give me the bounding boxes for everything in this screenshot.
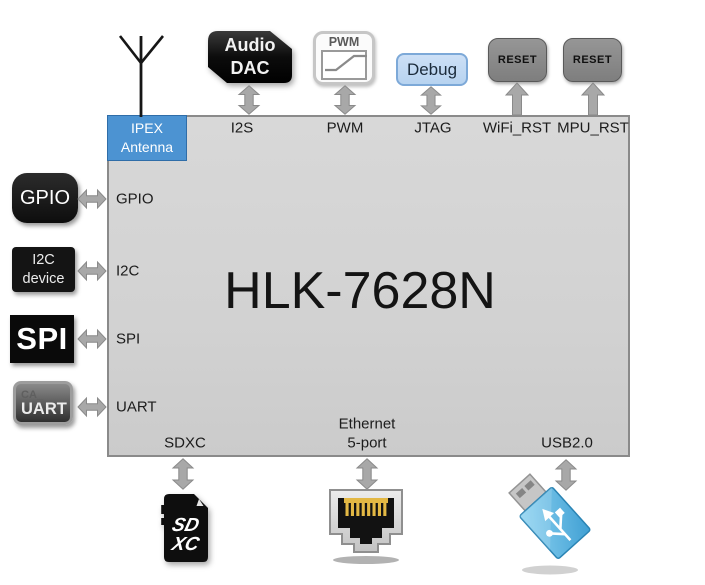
gpio-arrow bbox=[77, 188, 107, 210]
ipex-label-line2: Antenna bbox=[120, 139, 174, 155]
jtag-arrow bbox=[420, 86, 442, 115]
usb-drive-icon bbox=[508, 473, 591, 575]
port-uart: UART bbox=[116, 398, 157, 416]
uart-device: CA_ UART bbox=[13, 381, 73, 425]
uart-device-prefix: CA_ bbox=[21, 389, 44, 401]
port-wifi-rst: WiFi_RST bbox=[482, 119, 552, 137]
port-i2c: I2C bbox=[116, 262, 140, 280]
sd-logo-line1: SD bbox=[170, 515, 202, 536]
wifi-reset-label: RESET bbox=[497, 54, 538, 66]
port-spi: SPI bbox=[116, 330, 141, 348]
uart-arrow bbox=[77, 396, 107, 418]
debug-label: Debug bbox=[406, 59, 458, 79]
mpu-reset-button: RESET bbox=[563, 38, 622, 82]
port-gpio: GPIO bbox=[116, 190, 154, 208]
audio-dac-device: Audio DAC bbox=[207, 30, 293, 84]
i2c-device: I2C device bbox=[12, 247, 75, 292]
debug-device: Debug bbox=[396, 53, 468, 86]
sdxc-arrow bbox=[171, 458, 195, 490]
chip-title: HLK-7628N bbox=[224, 262, 496, 320]
audio-dac-label-line1: Audio bbox=[224, 35, 276, 55]
port-ethernet-line1: Ethernet bbox=[338, 415, 396, 433]
main-board bbox=[107, 115, 630, 457]
uart-device-label: UART bbox=[21, 400, 67, 418]
audio-dac-label-line2: DAC bbox=[230, 58, 270, 78]
i2s-arrow bbox=[237, 85, 261, 115]
mpu-rst-arrow bbox=[581, 82, 605, 116]
wifi-rst-arrow bbox=[505, 82, 529, 116]
ethernet-arrow bbox=[355, 458, 379, 490]
port-usb: USB2.0 bbox=[541, 434, 593, 452]
i2c-device-label-line2: device bbox=[22, 270, 65, 287]
sd-card-icon: SD XC bbox=[161, 494, 208, 562]
ipex-label-line1: IPEX bbox=[131, 120, 163, 136]
pwm-device: PWM bbox=[313, 31, 375, 85]
spi-arrow bbox=[77, 328, 107, 350]
port-jtag: JTAG bbox=[414, 119, 452, 137]
gpio-device-label: GPIO bbox=[19, 186, 70, 209]
ethernet-jack-icon bbox=[329, 489, 403, 564]
i2c-arrow bbox=[77, 260, 107, 282]
gpio-device: GPIO bbox=[12, 173, 78, 223]
ipex-antenna-port: IPEX Antenna bbox=[107, 115, 187, 161]
pwm-waveform-icon bbox=[321, 50, 367, 80]
spi-device-label: SPI bbox=[16, 321, 68, 356]
port-pwm: PWM bbox=[326, 119, 364, 137]
mpu-reset-label: RESET bbox=[572, 54, 613, 66]
port-i2s: I2S bbox=[230, 119, 254, 137]
port-sdxc: SDXC bbox=[164, 434, 206, 452]
antenna-icon bbox=[118, 35, 165, 117]
port-mpu-rst: MPU_RST bbox=[557, 119, 629, 137]
pwm-device-label: PWM bbox=[328, 35, 360, 49]
pwm-arrow bbox=[333, 85, 357, 115]
wifi-reset-button: RESET bbox=[488, 38, 547, 82]
usb-arrow bbox=[554, 459, 578, 491]
port-ethernet-line2: 5-port bbox=[347, 434, 387, 452]
spi-device: SPI bbox=[10, 315, 74, 363]
i2c-device-label-line1: I2C bbox=[32, 251, 55, 268]
sd-logo-line2: XC bbox=[169, 534, 203, 555]
audio-dac-shape bbox=[208, 31, 292, 83]
